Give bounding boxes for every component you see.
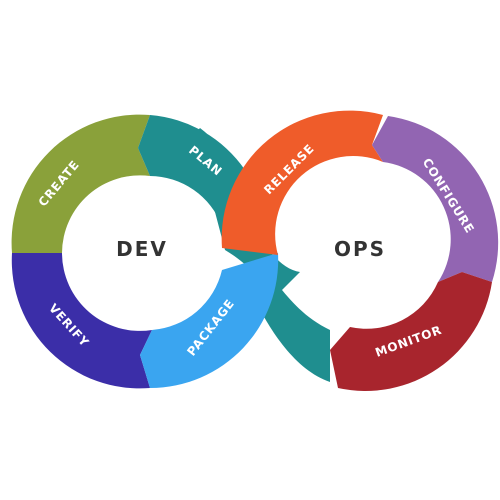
stage-monitor-segment[interactable] bbox=[330, 272, 492, 391]
stage-verify-segment[interactable] bbox=[11, 253, 152, 389]
ops-label: OPS bbox=[334, 237, 386, 261]
stage-package-segment[interactable] bbox=[140, 253, 279, 389]
stage-release-segment[interactable] bbox=[221, 110, 383, 255]
stage-configure-segment[interactable] bbox=[372, 116, 499, 282]
stage-create-segment[interactable] bbox=[11, 114, 151, 253]
stage-plan-segment[interactable] bbox=[138, 115, 245, 226]
dev-label: DEV bbox=[116, 237, 168, 261]
ops-connector-band bbox=[255, 285, 330, 382]
